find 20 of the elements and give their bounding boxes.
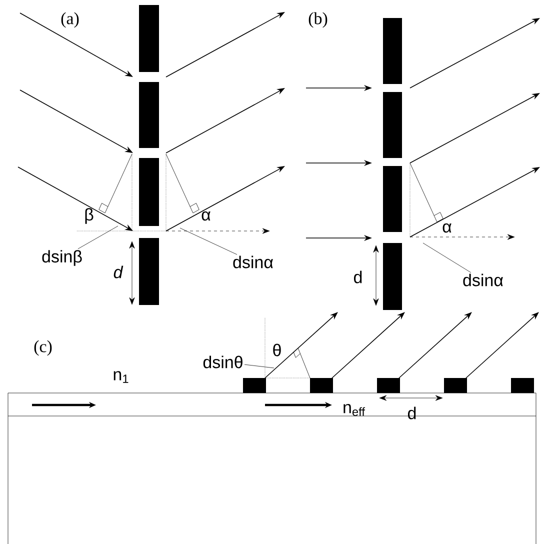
formula-label: dsinα	[463, 274, 503, 286]
refractive-index-label: n$_{eff}$	[344, 404, 365, 416]
angle-label: θ	[273, 344, 281, 356]
dimension-label: d	[408, 406, 416, 420]
dimension-label: d	[354, 270, 362, 284]
leader-line	[422, 242, 472, 273]
panel-label: (c)	[34, 340, 52, 356]
formula-label: dsinα	[233, 256, 273, 268]
leader-line	[180, 228, 238, 255]
leader-line	[244, 364, 274, 368]
formula-label: dsinβ	[42, 250, 82, 266]
formula-label: dsinθ	[203, 356, 242, 368]
dimension-label: d	[114, 266, 124, 278]
angle-label: α	[202, 211, 210, 221]
leader-line	[78, 226, 118, 250]
refractive-index-label: n$_{1}$	[114, 371, 128, 383]
panel-label: (b)	[308, 12, 328, 28]
angle-label: β	[85, 208, 94, 224]
panel-label: (a)	[61, 12, 79, 28]
angle-label: α	[442, 223, 452, 233]
